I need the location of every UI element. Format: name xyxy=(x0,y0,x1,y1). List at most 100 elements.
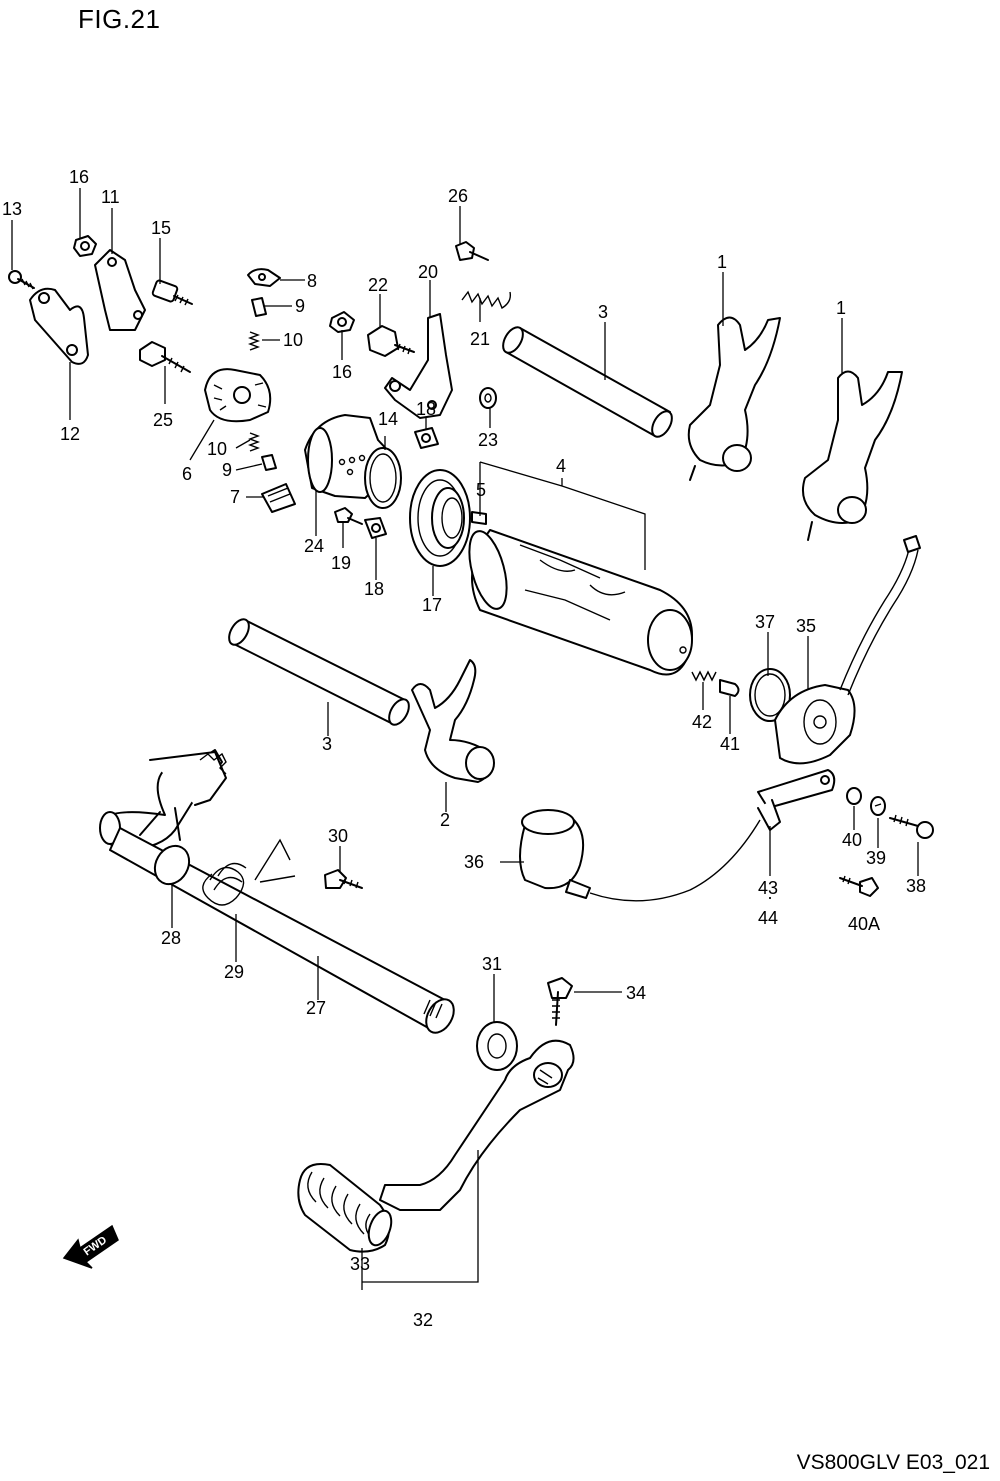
label-4: 4 xyxy=(556,456,566,476)
label-15: 15 xyxy=(151,218,171,238)
part-25-bolt xyxy=(139,341,191,373)
label-23: 23 xyxy=(478,430,498,450)
label-2: 2 xyxy=(440,810,450,830)
part-11-plate xyxy=(94,249,146,331)
part-21-spring xyxy=(461,290,512,310)
part-10-spring-lower xyxy=(248,432,260,452)
part-33-pedal-rubber xyxy=(297,1163,393,1253)
part-38-screw xyxy=(889,814,934,839)
part-4-shift-drum xyxy=(468,529,693,676)
figure-code: VS800GLV E03_021 xyxy=(796,1451,990,1474)
label-40: 40 xyxy=(842,830,862,850)
part-17-bearing xyxy=(409,469,471,567)
label-32: 32 xyxy=(413,1310,433,1330)
part-40-washer xyxy=(846,787,862,805)
label-10b: 10 xyxy=(207,439,227,459)
part-1-fork-a xyxy=(687,316,781,481)
part-16-nut-right xyxy=(329,311,355,333)
label-14: 14 xyxy=(378,409,398,429)
label-21: 21 xyxy=(470,329,490,349)
part-9-pin-lower xyxy=(261,454,277,471)
part-30-bolt xyxy=(324,869,363,889)
label-20: 20 xyxy=(418,262,438,282)
part-35-switch xyxy=(774,535,921,765)
fwd-arrow-icon: FWD xyxy=(62,1224,119,1269)
label-18: 18 xyxy=(416,399,436,419)
label-39: 39 xyxy=(866,848,886,868)
label-26: 26 xyxy=(448,186,468,206)
label-12: 12 xyxy=(60,424,80,444)
part-16-nut xyxy=(73,235,97,257)
label-16b: 16 xyxy=(332,362,352,382)
part-27-gearshift-shaft xyxy=(99,749,455,1034)
label-37: 37 xyxy=(755,612,775,632)
part-5-pin xyxy=(471,511,487,525)
part-37-o-ring xyxy=(749,668,791,722)
label-7: 7 xyxy=(230,487,240,507)
part-2-fork xyxy=(411,659,495,783)
label-22: 22 xyxy=(368,275,388,295)
label-33: 33 xyxy=(350,1254,370,1274)
part-8-stopper xyxy=(247,268,281,287)
part-3-shaft-upper xyxy=(502,326,673,438)
part-22-stud xyxy=(367,325,415,357)
label-31: 31 xyxy=(482,954,502,974)
label-42: 42 xyxy=(692,712,712,732)
label-25: 25 xyxy=(153,410,173,430)
part-9-pin xyxy=(251,297,267,317)
label-5: 5 xyxy=(476,480,486,500)
label-30: 30 xyxy=(328,826,348,846)
part-labels: 13 16 11 15 12 25 6 8 9 10 10 9 7 16 22 … xyxy=(2,167,926,1330)
figure-title: FIG.21 xyxy=(78,4,161,34)
part-7-pawl xyxy=(261,483,296,513)
label-35: 35 xyxy=(796,616,816,636)
label-9b: 9 xyxy=(222,460,232,480)
label-dot: · xyxy=(767,887,773,907)
label-17: 17 xyxy=(422,595,442,615)
label-16: 16 xyxy=(69,167,89,187)
part-39-washer xyxy=(870,796,886,816)
part-1-fork-b xyxy=(802,370,903,541)
label-38: 38 xyxy=(906,876,926,896)
part-12-plate xyxy=(29,287,89,365)
part-15-stud xyxy=(151,279,193,306)
part-28-collar xyxy=(153,844,191,886)
part-10-spring xyxy=(248,331,260,351)
label-8: 8 xyxy=(307,271,317,291)
part-43-clamp xyxy=(757,769,836,831)
part-41-pin xyxy=(719,679,740,697)
part-26-screw xyxy=(455,241,489,261)
label-24: 24 xyxy=(304,536,324,556)
label-28: 28 xyxy=(161,928,181,948)
part-32-gearshift-pedal xyxy=(379,1039,575,1211)
part-13-screw xyxy=(8,270,35,290)
label-36: 36 xyxy=(464,852,484,872)
part-31-oil-seal xyxy=(476,1021,518,1071)
label-41: 41 xyxy=(720,734,740,754)
part-19-screw xyxy=(334,507,363,525)
label-10: 10 xyxy=(283,330,303,350)
part-3-shaft-lower xyxy=(228,618,410,726)
label-27: 27 xyxy=(306,998,326,1018)
label-18b: 18 xyxy=(364,579,384,599)
label-1a: 1 xyxy=(717,252,727,272)
part-18-plate-upper xyxy=(414,427,439,449)
part-36-boot xyxy=(519,809,761,902)
part-18-plate-lower xyxy=(364,517,387,539)
label-1b: 1 xyxy=(836,298,846,318)
label-11: 11 xyxy=(101,187,120,207)
label-40a: 40A xyxy=(848,914,880,934)
part-34-bolt xyxy=(547,977,573,1026)
part-29-spring xyxy=(202,838,296,906)
part-23-washer xyxy=(479,387,497,409)
part-42-spring xyxy=(691,670,717,682)
label-13: 13 xyxy=(2,199,22,219)
label-3b: 3 xyxy=(322,734,332,754)
label-6: 6 xyxy=(182,464,192,484)
leader-lines xyxy=(11,188,919,1290)
part-14-ring xyxy=(364,447,402,509)
label-29: 29 xyxy=(224,962,244,982)
label-3a: 3 xyxy=(598,302,608,322)
label-9: 9 xyxy=(295,296,305,316)
